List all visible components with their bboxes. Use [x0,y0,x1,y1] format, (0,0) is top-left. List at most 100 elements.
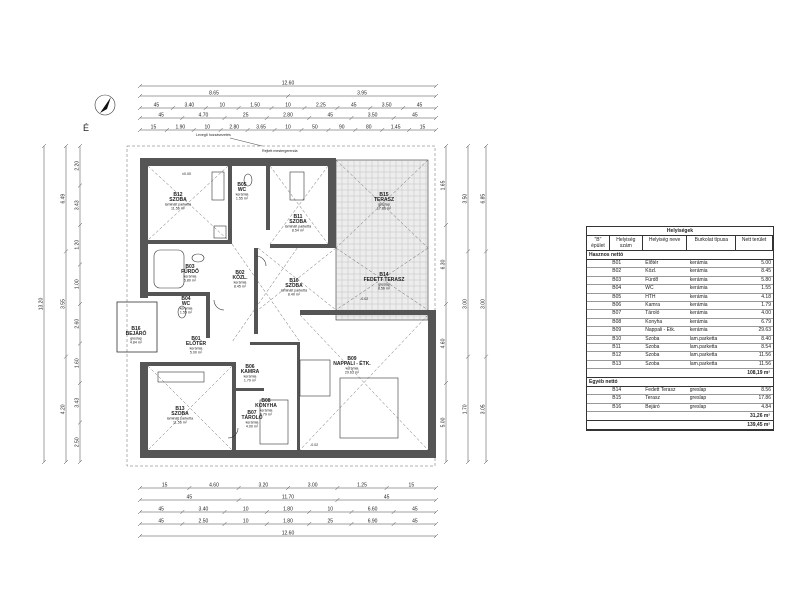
schedule-cell: Fürdő [645,276,659,283]
dim-tick [443,459,449,465]
room-code: B16 [131,326,140,332]
room-name: KONYHA [255,403,277,409]
dimension-label: 6.60 [368,507,378,513]
schedule-cell: kerámia [689,285,708,292]
dimension-label: 1.20 [75,240,81,250]
room-area: 1.55 m² [180,311,193,315]
dim-tick [272,127,277,133]
schedule-cell: B06 [612,301,622,308]
schedule-cell: Szoba [645,352,660,359]
room-name: BEJÁRÓ [126,329,147,337]
dimension-label: 10 [285,103,291,109]
schedule-header: Helyiség neve [643,236,688,250]
dimension-label: 4.60 [209,483,219,489]
room-area: 1.79 m² [244,379,257,383]
room-floor: laminált parketta [167,417,193,421]
dimension-chains-right: 1.656.304.605.003.503.001.706.853.003.05 [441,143,489,465]
schedule-title: Helyiségek [587,227,773,236]
schedule-cell [587,361,610,368]
dim-tick [77,459,83,465]
dimension-label: 12.60 [282,81,295,87]
room-floor: laminált parketta [281,289,307,293]
schedule-cell: Tároló [645,310,660,317]
room-floor: kerámia [260,409,273,413]
dim-tick [137,485,143,491]
dimension-label: 1.80 [283,519,293,525]
room-name: NAPPALI - ÉTK. [333,359,371,367]
dimension-label: 6.90 [368,519,378,525]
dimension-label: 45 [412,507,418,513]
schedule-cell: Konyha [645,318,663,325]
dim-tick [218,127,223,133]
dim-tick [465,354,471,359]
room-area: 11.56 m² [171,207,186,211]
dimension-label: 3.95 [357,91,367,97]
room-area: 11.56 m² [173,421,188,425]
schedule-cell: kerámia [689,260,708,266]
plot-outline [126,145,436,467]
compass-label: É [83,123,89,133]
door-swing-icon [255,255,267,267]
schedule-cell [587,277,610,284]
dim-tick [433,93,439,99]
schedule-cell [587,336,610,343]
dim-tick [326,127,331,133]
dimension-label: 45 [412,519,418,525]
sofa-icon [339,377,399,439]
schedule-section: Hasznos nettó [587,251,773,260]
dim-tick [203,105,208,111]
schedule-cell: B10 [612,335,622,342]
room-floor: kerámia [244,375,257,379]
room-code: B01 [191,336,200,342]
dimension-label: 45 [384,495,390,501]
dim-tick [236,497,241,503]
room-floor: kerámia [346,367,359,371]
schedule-cell: kerámia [689,268,708,275]
room-area: 4.00 m² [246,425,259,429]
dim-tick [406,127,412,133]
schedule-cell: kerámia [689,276,708,283]
schedule-cell: 8.56 [761,387,771,394]
dim-tick [483,354,489,359]
compass-circle-icon [94,94,116,116]
terrace-area [335,159,429,321]
schedule-cell: 8.40 [761,335,771,342]
dimension-label: 3.00 [481,299,487,309]
schedule-cell: 17.86 [758,395,771,402]
dimension-label: 45 [158,519,164,525]
dimension-label: 2.50 [199,519,209,525]
dimension-label: 2.50 [75,437,81,447]
schedule-cell: greslap [689,387,707,394]
room-code: B15 [379,192,388,198]
schedule-cell: Nappali - Étk. [645,327,676,334]
dim-tick [285,93,291,99]
dim-tick [264,509,270,515]
dimension-label: 4.60 [441,338,447,348]
dining-table-icon [299,359,331,397]
dim-tick [137,83,143,89]
wardrobe-icon [289,171,305,201]
sink-icon [191,253,205,263]
dimension-label: 45 [351,103,357,109]
dim-tick [433,127,439,133]
room-area: 8.40 m² [288,293,301,297]
schedule-grand-total: 139,45 m² [587,421,773,431]
dimension-label: 2.80 [229,125,239,131]
room-code: B10 [289,278,298,284]
dimension-label: 5.00 [441,417,447,427]
dimension-label: 10 [285,125,291,131]
schedule-cell: Kamra [645,301,660,308]
schedule-cell: kerámia [689,301,708,308]
dimension-label: 1.65 [441,180,447,190]
dim-tick [77,262,83,267]
dimension-chains-left: 13.206.493.554.202.203.431.201.002.601.6… [39,143,83,465]
